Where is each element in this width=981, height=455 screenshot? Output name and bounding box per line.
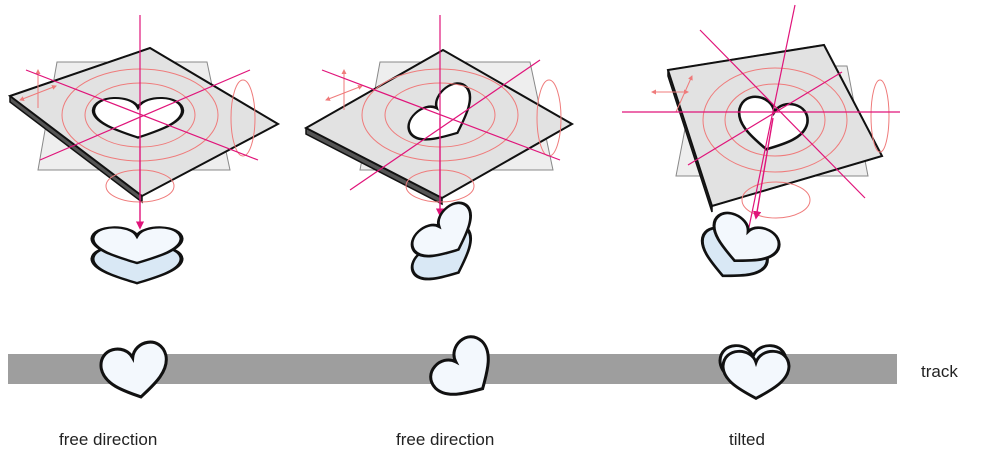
insert-arrow <box>752 117 774 220</box>
axis-line <box>687 71 843 166</box>
heart-piece <box>405 195 487 297</box>
caption-free-direction-1: free direction <box>59 430 158 449</box>
axis-line <box>25 69 259 161</box>
heart-on-track-1 <box>96 337 175 406</box>
translate-arrow <box>675 75 693 113</box>
panel-free-direction-2 <box>303 15 575 297</box>
heart-piece <box>689 206 786 292</box>
axis-line <box>39 69 251 161</box>
axis-line <box>321 69 561 161</box>
axis-line <box>349 59 541 191</box>
axis-line <box>699 29 866 199</box>
rotation-ellipse <box>230 79 256 157</box>
heart-on-track-3 <box>718 344 791 400</box>
heart-piece <box>92 227 181 283</box>
caption-free-direction-2: free direction <box>396 430 495 449</box>
axis-line <box>747 4 796 233</box>
panel-tilted <box>622 4 900 292</box>
caption-tilted: tilted <box>729 430 765 449</box>
track-label: track <box>921 362 958 381</box>
panel-free-direction-1 <box>7 15 281 283</box>
rotation-ellipse <box>724 83 826 157</box>
rotation-ellipse <box>702 67 848 173</box>
rotation-ellipse <box>741 181 811 219</box>
rotation-ellipse <box>870 79 890 153</box>
